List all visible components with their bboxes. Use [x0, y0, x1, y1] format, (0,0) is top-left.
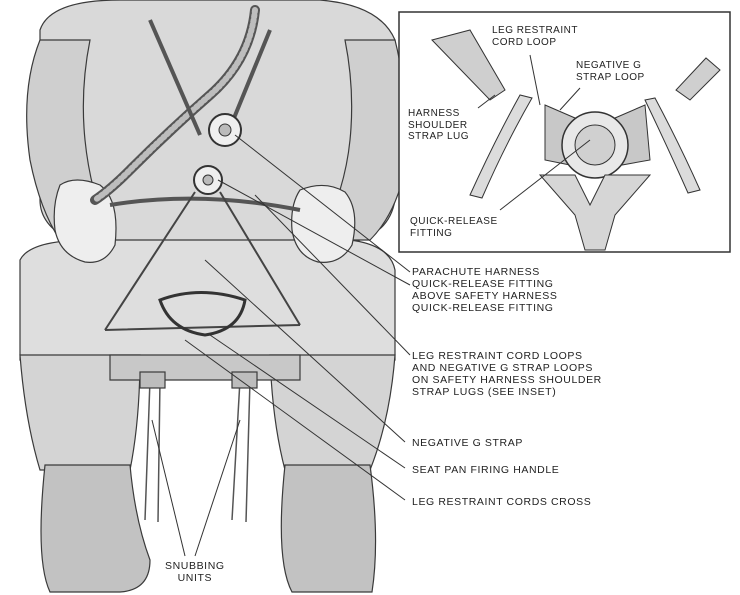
- snubbing-cord-right: [232, 380, 250, 522]
- snubbing-cord-left: [145, 380, 160, 522]
- callout-leg-restraint-loops: LEG RESTRAINT CORD LOOPS AND NEGATIVE G …: [412, 350, 602, 398]
- inset-label-leg-restraint-cord-loop: LEG RESTRAINT CORD LOOP: [492, 25, 578, 48]
- pilot-right-boot: [281, 465, 375, 592]
- snubbing-unit-right: [232, 372, 257, 388]
- callout-leg-restraint-cords-cross: LEG RESTRAINT CORDS CROSS: [412, 496, 591, 508]
- leader-snubbing-left: [152, 420, 185, 556]
- callout-parachute-harness: PARACHUTE HARNESS QUICK-RELEASE FITTING …: [412, 266, 557, 314]
- pilot-figure: [20, 0, 406, 592]
- callout-seat-pan-firing-handle: SEAT PAN FIRING HANDLE: [412, 464, 559, 476]
- seat-pan-edge: [110, 355, 300, 380]
- callout-snubbing-units: SNUBBING UNITS: [165, 560, 225, 584]
- pilot-right-hand: [292, 185, 355, 262]
- inset-label-harness-shoulder-strap-lug: HARNESS SHOULDER STRAP LUG: [408, 108, 469, 143]
- inset-label-quick-release-fitting: QUICK-RELEASE FITTING: [410, 216, 498, 239]
- pilot-left-boot: [41, 465, 150, 592]
- callout-negative-g-strap: NEGATIVE G STRAP: [412, 437, 523, 449]
- snubbing-unit-left: [140, 372, 165, 388]
- inset-label-negative-g-strap-loop: NEGATIVE G STRAP LOOP: [576, 60, 645, 83]
